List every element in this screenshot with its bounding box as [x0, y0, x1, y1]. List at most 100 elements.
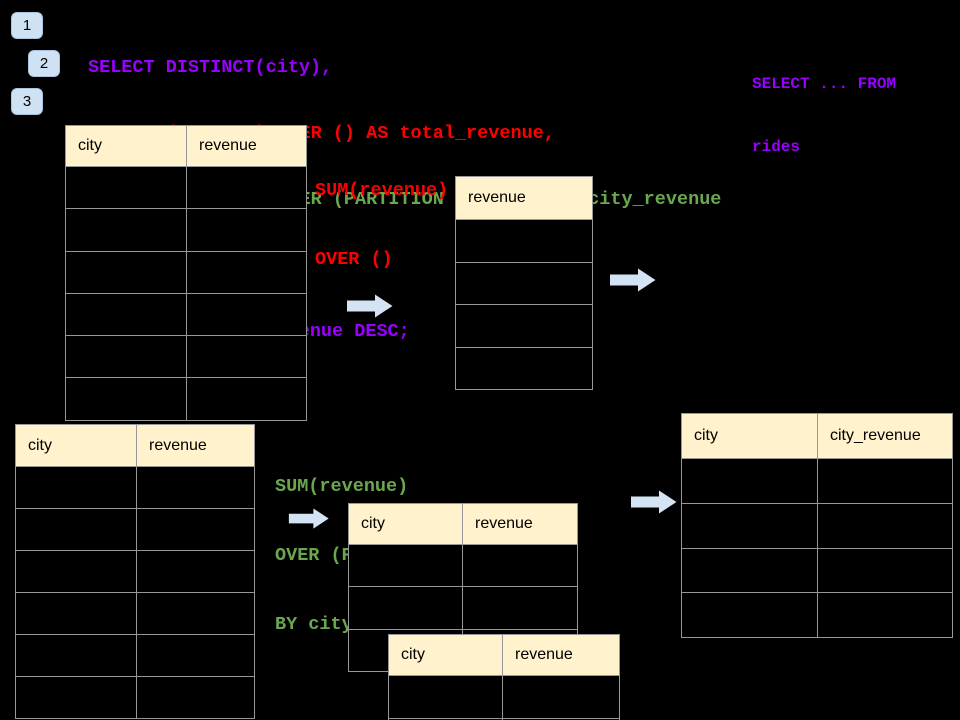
table-row	[388, 718, 620, 720]
table-cell	[455, 261, 593, 305]
table-row	[15, 634, 255, 677]
table-cell	[15, 592, 137, 635]
table-cell	[136, 508, 255, 551]
column-header-revenue: revenue	[502, 634, 620, 676]
table-row	[388, 675, 620, 719]
side-note-line-2: rides	[752, 138, 801, 156]
table-row	[681, 547, 953, 594]
column-header-revenue: revenue	[455, 176, 593, 220]
table-cell	[455, 219, 593, 263]
annotation-line: SUM(revenue)	[315, 180, 449, 201]
table-cell	[136, 550, 255, 593]
table-cell	[136, 634, 255, 677]
table-total-result: revenue	[455, 176, 593, 390]
table-cell	[15, 634, 137, 677]
column-header-city: city	[65, 125, 187, 167]
table-cell	[502, 675, 620, 719]
table-cell	[65, 250, 187, 294]
table-cell	[455, 346, 593, 390]
table-cell	[15, 550, 137, 593]
table-row	[65, 208, 307, 252]
side-note-line-1: SELECT ... FROM	[752, 75, 897, 93]
table-partition-overlay: city revenue	[388, 634, 620, 720]
table-row	[681, 592, 953, 639]
table-cell	[15, 466, 137, 509]
table-row	[348, 543, 578, 588]
table-cell	[817, 592, 953, 639]
table-row	[681, 502, 953, 549]
table-header-row: city revenue	[348, 503, 578, 545]
table-source-top: city revenue	[65, 125, 307, 421]
right-arrow-icon	[288, 508, 329, 529]
side-note-code: SELECT ... FROM rides	[752, 32, 896, 200]
step-badge-2: 2	[28, 50, 60, 77]
table-header-row: city revenue	[15, 424, 255, 467]
column-header-city: city	[15, 424, 137, 467]
table-row	[65, 165, 307, 210]
column-header-city: city	[348, 503, 463, 545]
table-cell	[817, 547, 953, 594]
table-cell	[136, 466, 255, 509]
column-header-city: city	[388, 634, 503, 676]
table-cell	[65, 377, 187, 421]
table-cell	[455, 304, 593, 348]
table-cell	[681, 592, 818, 639]
table-cell	[462, 543, 578, 588]
annotation-total-revenue: SUM(revenue) OVER ()	[315, 133, 448, 317]
right-arrow-icon	[610, 268, 656, 292]
table-cell	[65, 208, 187, 252]
column-header-city-revenue: city_revenue	[817, 413, 953, 459]
table-cell	[681, 502, 818, 549]
table-header-row: city revenue	[388, 634, 620, 676]
table-cell	[186, 377, 307, 421]
table-row	[15, 466, 255, 509]
table-cell	[462, 586, 578, 630]
table-cell	[502, 718, 620, 720]
annotation-line: SUM(revenue)	[275, 476, 409, 497]
step-badge-1: 1	[11, 12, 43, 39]
table-row	[455, 346, 593, 390]
column-header-revenue: revenue	[186, 125, 307, 167]
table-source-bottom: city revenue	[15, 424, 255, 719]
table-cell	[817, 458, 953, 504]
table-row	[455, 219, 593, 263]
table-row	[65, 377, 307, 421]
table-cell	[186, 250, 307, 294]
table-cell	[681, 547, 818, 594]
table-row	[348, 586, 578, 630]
table-cell	[136, 676, 255, 719]
table-cell	[15, 508, 137, 551]
table-row	[65, 292, 307, 337]
table-cell	[15, 676, 137, 719]
table-cell	[388, 675, 503, 719]
table-row	[65, 335, 307, 379]
table-cell	[65, 335, 187, 379]
table-cell	[186, 292, 307, 337]
table-row	[15, 676, 255, 719]
column-header-revenue: revenue	[136, 424, 255, 467]
right-arrow-icon	[631, 490, 677, 514]
table-cell	[348, 586, 463, 630]
table-cell	[348, 543, 463, 588]
table-header-row: revenue	[455, 176, 593, 220]
table-row	[455, 304, 593, 348]
table-row	[681, 458, 953, 504]
table-cell	[186, 335, 307, 379]
column-header-revenue: revenue	[462, 503, 578, 545]
right-arrow-icon	[347, 294, 393, 318]
table-cell	[136, 592, 255, 635]
table-row	[65, 250, 307, 294]
annotation-line: OVER ()	[315, 249, 393, 270]
table-cell	[186, 165, 307, 210]
code-line-select: SELECT DISTINCT(city),	[88, 57, 333, 78]
table-header-row: city revenue	[65, 125, 307, 167]
column-header-city: city	[681, 413, 818, 459]
table-row	[455, 261, 593, 305]
table-cell	[65, 292, 187, 337]
table-cell	[681, 458, 818, 504]
table-row	[15, 508, 255, 551]
table-header-row: city city_revenue	[681, 413, 953, 459]
table-row	[15, 592, 255, 635]
table-final-result: city city_revenue	[681, 413, 953, 639]
